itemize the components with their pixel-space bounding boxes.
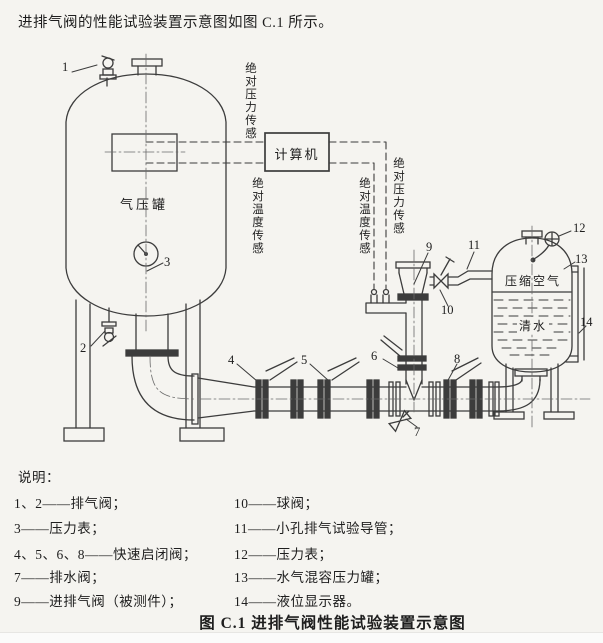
callout-4: 4 bbox=[228, 353, 235, 367]
legend-title: 说明： bbox=[18, 470, 60, 485]
left-tank-label: 气压罐 bbox=[120, 197, 169, 212]
sensor-label-pressure-right: 绝对压力传感 bbox=[392, 157, 404, 235]
legend-item-4568: 4、5、6、8——快速启闭阀； bbox=[14, 547, 197, 562]
ball-valve-10 bbox=[429, 256, 455, 290]
legend-item-1: 1、2——排气阀； bbox=[14, 496, 127, 511]
sensor-window bbox=[111, 133, 178, 172]
signal-lines bbox=[145, 141, 387, 290]
quick-valve-6 bbox=[380, 335, 427, 371]
callout-12: 12 bbox=[573, 221, 586, 235]
computer-label: 计算机 bbox=[274, 147, 320, 162]
exhaust-valve-2 bbox=[101, 307, 117, 347]
centerlines bbox=[104, 53, 591, 429]
drain-valve-7 bbox=[387, 409, 413, 433]
tank-legs bbox=[63, 299, 225, 442]
callout-2: 2 bbox=[80, 341, 87, 355]
callout-7: 7 bbox=[414, 425, 421, 439]
callout-13: 13 bbox=[575, 252, 588, 266]
tank-top-nozzle bbox=[131, 58, 163, 76]
tank-outlet-elbow bbox=[125, 313, 255, 425]
legend-item-3: 3——压力表； bbox=[14, 521, 106, 536]
callout-9: 9 bbox=[426, 240, 433, 254]
exhaust-valve-1 bbox=[99, 55, 117, 87]
intro-text: 进排气阀的性能试验装置示意图如图 C.1 所示。 bbox=[18, 15, 334, 31]
callout-3: 3 bbox=[164, 255, 171, 269]
test-guide-pipe-11 bbox=[447, 270, 493, 286]
sensor-label-pressure-left: 绝对压力传感 bbox=[244, 62, 256, 140]
legend-item-13: 13——水气混容压力罐； bbox=[234, 570, 389, 585]
quick-valve-4 bbox=[255, 357, 304, 419]
callout-1: 1 bbox=[62, 60, 69, 74]
legend-item-12: 12——压力表； bbox=[234, 547, 333, 562]
legend-item-11: 11——小孔排气试验导管； bbox=[234, 521, 402, 536]
callout-14: 14 bbox=[580, 315, 593, 329]
legend-item-10: 10——球阀； bbox=[234, 496, 319, 511]
compressed-air-label: 压缩空气 bbox=[505, 274, 562, 288]
callout-5: 5 bbox=[301, 353, 308, 367]
test-valve-funnel bbox=[395, 261, 431, 401]
callout-11: 11 bbox=[468, 238, 481, 252]
level-indicator-14 bbox=[565, 265, 585, 363]
callout-10: 10 bbox=[441, 303, 454, 317]
page-bottom-edge bbox=[0, 632, 603, 643]
sensor-label-temp-left: 绝对温度传感 bbox=[251, 177, 263, 255]
legend-item-9: 9——进排气阀（被测件）； bbox=[14, 594, 183, 609]
quick-valve-8 bbox=[443, 357, 483, 419]
sensor-manifold bbox=[365, 288, 407, 314]
quick-valve-5 bbox=[317, 357, 380, 419]
computer-box bbox=[264, 132, 330, 172]
legend-item-14: 14——液位显示器。 bbox=[234, 594, 361, 609]
clear-water-label: 清水 bbox=[517, 317, 550, 334]
air-pressure-tank bbox=[63, 58, 227, 442]
figure-caption: 图 C.1 进排气阀性能试验装置示意图 bbox=[199, 615, 466, 632]
legend-item-7: 7——排水阀； bbox=[14, 570, 106, 585]
sensor-label-temp-right: 绝对温度传感 bbox=[358, 177, 370, 255]
pressure-gauge-12 bbox=[530, 231, 560, 263]
callout-8: 8 bbox=[454, 352, 461, 366]
callout-leaders bbox=[71, 64, 587, 428]
callout-6: 6 bbox=[371, 349, 378, 363]
